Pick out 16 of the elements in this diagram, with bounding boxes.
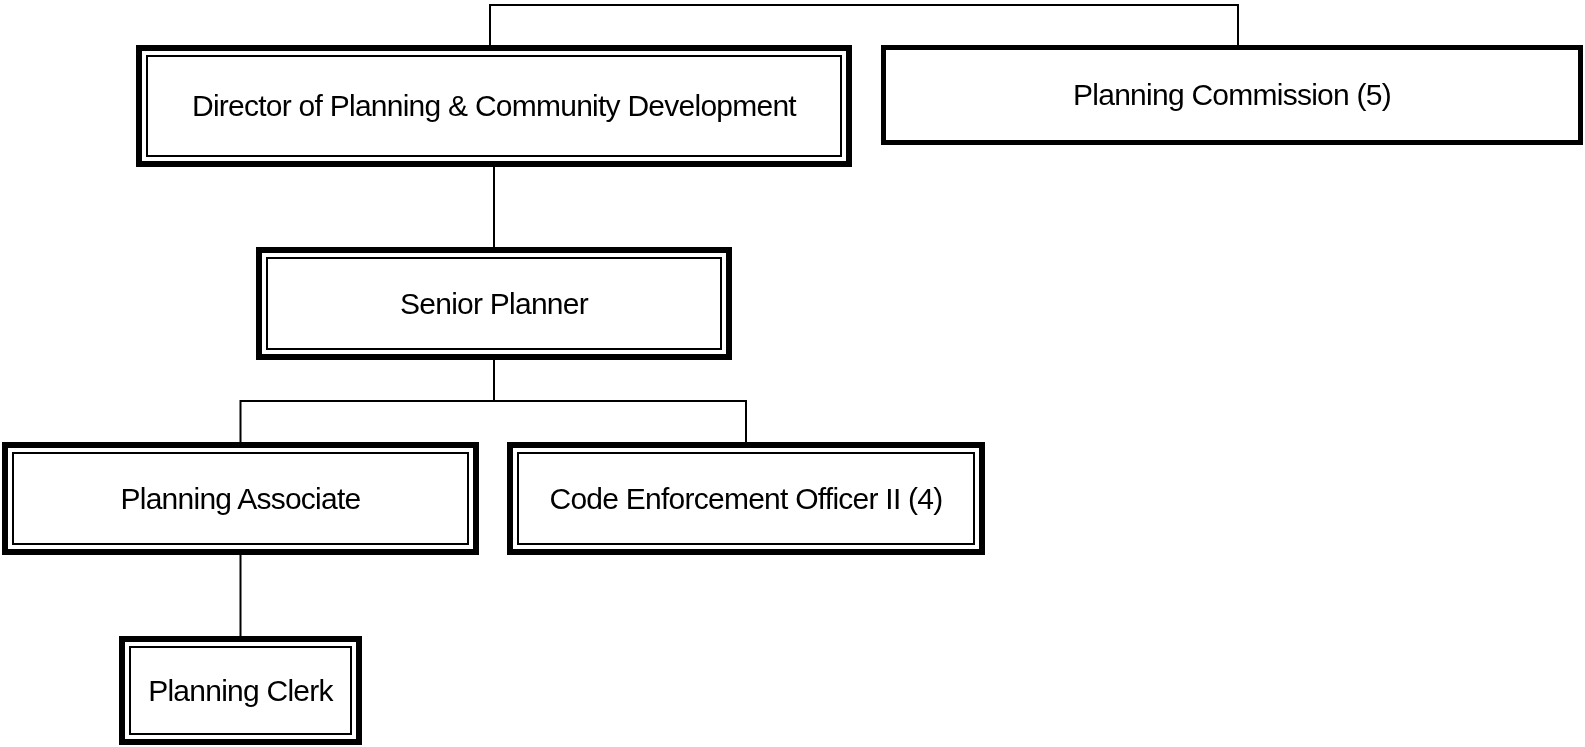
role-box (136, 45, 852, 167)
role-box (2, 442, 479, 555)
role-title: Director of Planning & Community Development (192, 88, 796, 125)
connector-line (493, 166, 495, 248)
role-title: Senior Planner (400, 285, 588, 322)
role-title: Planning Clerk (148, 672, 333, 709)
role-title: Planning Associate (120, 480, 361, 517)
role-title: Planning Commission (5) (1073, 77, 1391, 114)
role-title: Code Enforcement Officer II (4) (549, 480, 943, 517)
connector-line (239, 554, 242, 637)
connector-line (493, 359, 747, 443)
role-box (119, 636, 362, 745)
role-box (881, 45, 1583, 145)
role-box (507, 442, 985, 555)
role-box (256, 247, 732, 360)
connector-line (489, 4, 1239, 46)
